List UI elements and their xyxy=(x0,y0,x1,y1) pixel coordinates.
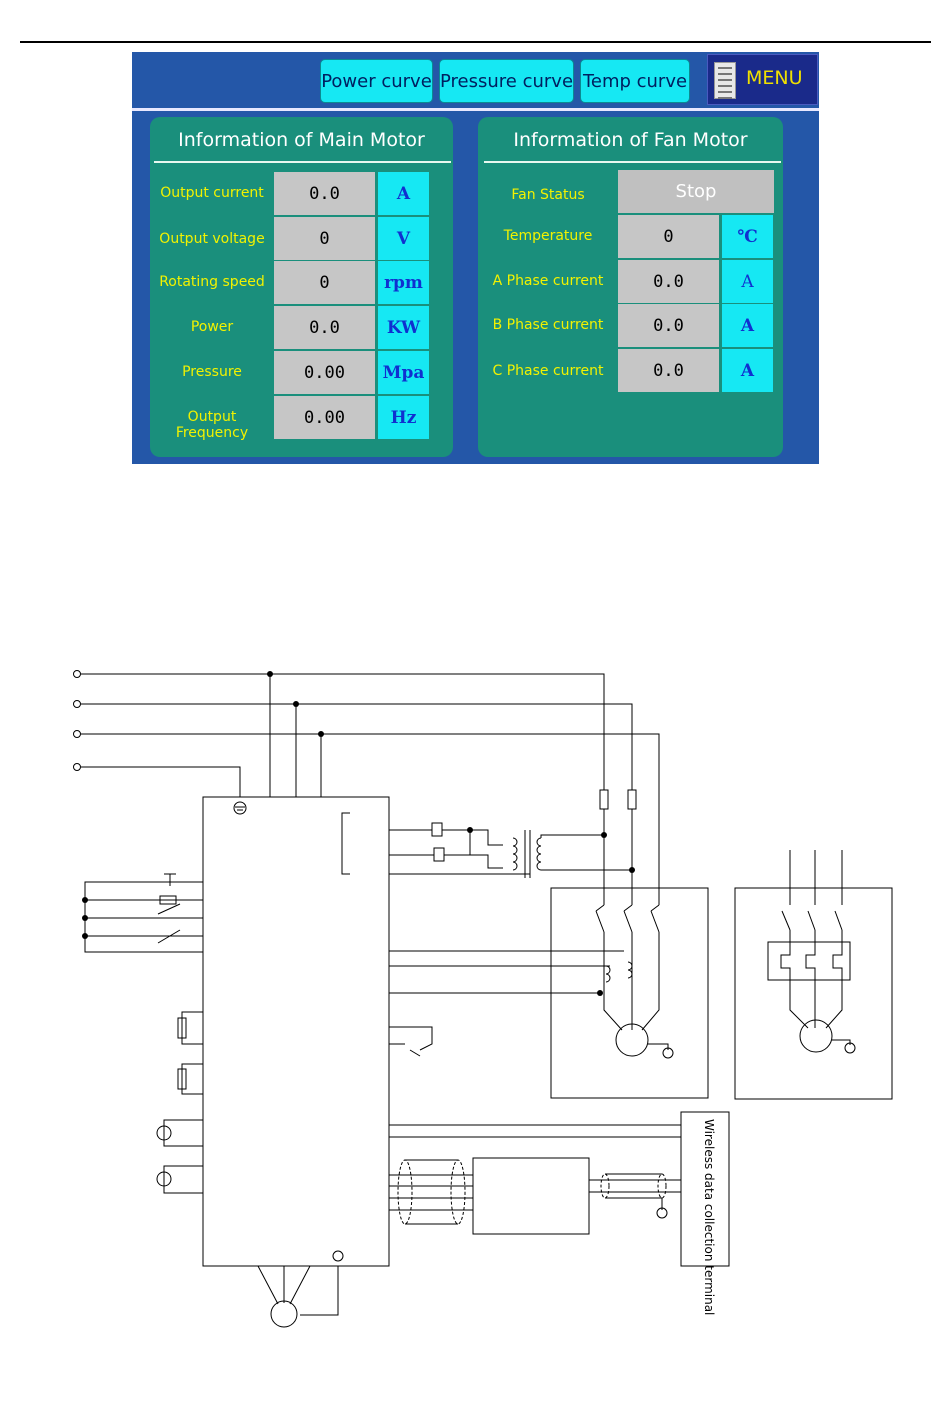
fan-motor-title: Information of Fan Motor xyxy=(513,129,748,151)
pressure-label: Pressure xyxy=(182,364,242,380)
hmi-top-bar: Power curve Pressure curve Temp curve ME… xyxy=(132,52,819,108)
pressure-value: 0.00 xyxy=(274,351,375,394)
output-current-value: 0.0 xyxy=(274,172,375,215)
c-phase-current-label: C Phase current xyxy=(492,363,604,379)
main-motor-ground-icon xyxy=(844,1042,856,1054)
temp-curve-button[interactable]: Temp curve xyxy=(580,59,690,103)
output-voltage-value: 0 xyxy=(274,217,375,260)
c-phase-current-unit: A xyxy=(722,349,773,392)
power-unit: KW xyxy=(378,306,429,349)
fuse-2 xyxy=(627,789,637,810)
fan-status-value: Stop xyxy=(618,170,774,213)
rotating-speed-label: Rotating speed xyxy=(159,274,265,290)
menu-button[interactable]: MENU xyxy=(707,54,818,105)
main-motor-panel: Information of Main Motor Output current… xyxy=(150,117,453,457)
power-curve-button[interactable]: Power curve xyxy=(320,59,433,103)
output-current-unit: A xyxy=(378,172,429,215)
output-frequency-value: 0.00 xyxy=(274,396,375,439)
a-phase-current-unit: A xyxy=(722,260,773,303)
main-motor-title: Information of Main Motor xyxy=(178,129,425,151)
rotating-speed-value: 0 xyxy=(274,261,375,304)
c-phase-current-value: 0.0 xyxy=(618,349,719,392)
terminal-l1 xyxy=(73,670,81,678)
terminal-l3 xyxy=(73,730,81,738)
wiring-diagram: Wireless data collection terminal xyxy=(73,670,893,1328)
b-phase-current-label: B Phase current xyxy=(492,317,604,333)
b-phase-current-value: 0.0 xyxy=(618,304,719,347)
b-phase-current-unit: A xyxy=(722,304,773,347)
terminal-l2 xyxy=(73,700,81,708)
rotating-speed-unit: rpm xyxy=(378,261,429,304)
hmi-divider xyxy=(132,108,819,111)
wireless-terminal-box xyxy=(680,1111,730,1267)
thermal-relay xyxy=(767,941,851,981)
fan-motor-ground-icon xyxy=(662,1047,674,1059)
pressure-unit: Mpa xyxy=(378,351,429,394)
temperature-label: Temperature xyxy=(503,228,593,244)
menu-list-icon xyxy=(714,62,736,99)
ground-icon xyxy=(233,801,247,815)
fan-motor-rule xyxy=(484,161,781,163)
pressure-curve-button[interactable]: Pressure curve xyxy=(439,59,574,103)
a-phase-current-label: A Phase current xyxy=(492,273,604,289)
temperature-value: 0 xyxy=(618,215,719,258)
wireless-terminal-label: Wireless data collection terminal xyxy=(702,1119,716,1315)
converter-module xyxy=(472,1157,590,1235)
page-top-rule xyxy=(20,41,931,43)
main-motor-rule xyxy=(154,161,451,163)
output-voltage-label: Output voltage xyxy=(159,231,265,247)
terminal-pe xyxy=(73,763,81,771)
main-contactor-box xyxy=(734,887,893,1100)
output-voltage-unit: V xyxy=(378,217,429,260)
inverter-box xyxy=(202,796,390,1267)
menu-label: MENU xyxy=(746,67,803,89)
a-phase-current-value: 0.0 xyxy=(618,260,719,303)
temperature-unit: ℃ xyxy=(722,215,773,258)
drive-motor-symbol xyxy=(270,1300,298,1328)
main-motor-symbol xyxy=(799,1019,833,1053)
power-label: Power xyxy=(190,319,234,335)
output-frequency-label: Output Frequency xyxy=(175,409,249,441)
fuse-1 xyxy=(599,789,609,810)
output-current-label: Output current xyxy=(160,185,264,201)
power-value: 0.0 xyxy=(274,306,375,349)
fan-motor-panel: Information of Fan Motor Fan Status Stop… xyxy=(478,117,783,457)
fan-motor-symbol xyxy=(615,1023,649,1057)
hmi-screen: Power curve Pressure curve Temp curve ME… xyxy=(132,52,819,464)
output-frequency-unit: Hz xyxy=(378,396,429,439)
fan-status-label: Fan Status xyxy=(511,187,585,203)
